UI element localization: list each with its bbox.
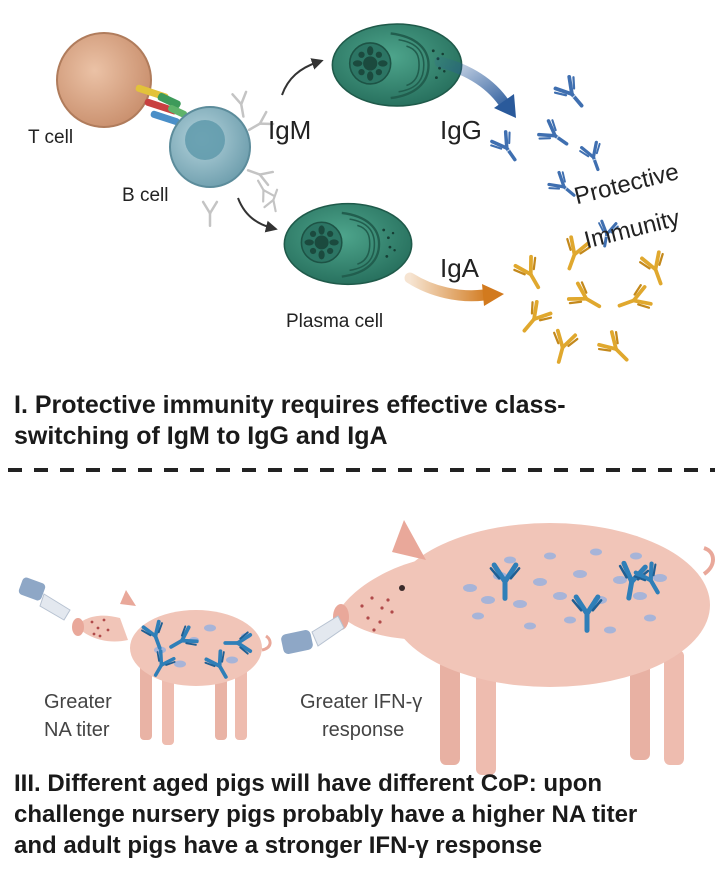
caption-section-3: III. Different aged pigs will have diffe… xyxy=(14,768,637,861)
plasma-cell-label: Plasma cell xyxy=(286,311,384,332)
caption-section-3-line2: challenge nursery pigs probably have a h… xyxy=(14,801,638,828)
iga-label: IgA xyxy=(440,253,480,283)
b-cell xyxy=(169,106,251,188)
nursery-pig xyxy=(72,590,272,745)
nursery-pig-nebulizer xyxy=(18,577,71,621)
arrow-to-igg-plasma xyxy=(281,58,324,96)
igg-label: IgG xyxy=(440,115,482,145)
arrow-to-iga-plasma xyxy=(237,197,278,233)
na-titer-label-line2: NA titer xyxy=(44,719,110,741)
t-cell xyxy=(56,32,152,128)
igm-label: IgM xyxy=(268,115,312,145)
igg-secretion-head xyxy=(494,94,516,118)
iga-secretion-arrow xyxy=(404,272,490,302)
caption-section-1-line2: switching of IgM to IgG and IgA xyxy=(14,422,388,450)
ifn-label-line1: Greater IFN-γ xyxy=(300,691,423,713)
caption-section-3-line3: and adult pigs have a stronger IFN-γ res… xyxy=(14,832,543,859)
caption-section-3-line1: III. Different aged pigs will have diffe… xyxy=(14,770,603,797)
b-cell-label: B cell xyxy=(122,185,169,206)
adult-pig-nebulizer xyxy=(281,615,345,654)
plasma-cell-iga xyxy=(282,202,414,286)
igg-secretion-arrow xyxy=(434,56,512,112)
ifn-label-line2: response xyxy=(322,719,405,741)
caption-section-1: I. Protective immunity requires effectiv… xyxy=(14,390,566,452)
t-cell-label: T cell xyxy=(28,127,74,148)
na-titer-label-line1: Greater xyxy=(44,691,112,713)
caption-section-1-line1: I. Protective immunity requires effectiv… xyxy=(14,391,566,419)
iga-secretion-head xyxy=(482,284,504,306)
tcr-bcr-receptors xyxy=(135,84,188,126)
iga-antibodies xyxy=(510,234,674,371)
adult-pig xyxy=(333,520,715,775)
